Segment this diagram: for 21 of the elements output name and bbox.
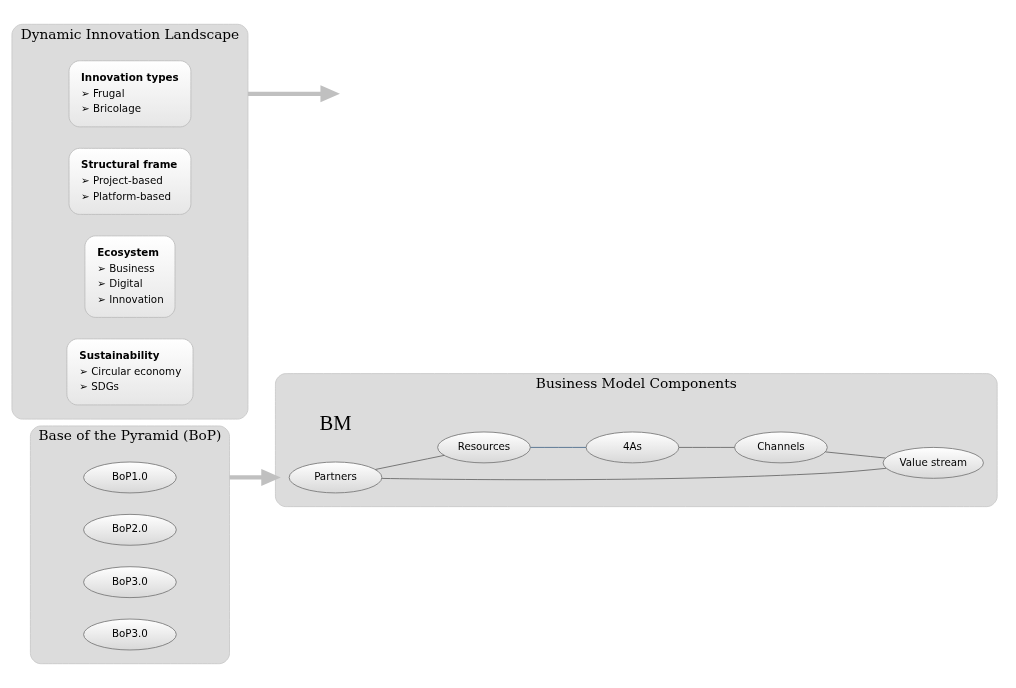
connector: [530, 447, 587, 448]
label: BM: [319, 412, 352, 435]
arrow: [229, 468, 281, 486]
node-ellipse: Channels: [734, 431, 828, 464]
connector: [381, 467, 887, 481]
node-box: Sustainability ➢ Circular economy ➢ SDGs: [66, 338, 194, 406]
node-ellipse: BoP3.0: [83, 566, 177, 599]
node-ellipse: BoP1.0: [83, 461, 177, 494]
node-box: Ecosystem ➢ Business ➢ Digital ➢ Innovation: [84, 235, 176, 318]
node-ellipse: Value stream: [882, 447, 984, 479]
node-ellipse: BoP2.0: [83, 513, 177, 546]
connector: [678, 447, 735, 448]
node-ellipse: BoP3.0: [83, 618, 177, 651]
connector: [824, 451, 886, 459]
connector: [374, 454, 445, 470]
node-ellipse: Resources: [437, 431, 531, 464]
arrow: [247, 85, 340, 103]
node-ellipse: 4As: [585, 431, 680, 464]
node-box: Structural frame ➢ Project-based ➢ Platform-based: [68, 147, 192, 215]
node-box: Innovation types ➢ Frugal ➢ Bricolage: [68, 60, 192, 128]
node-ellipse: Partners: [288, 461, 383, 494]
